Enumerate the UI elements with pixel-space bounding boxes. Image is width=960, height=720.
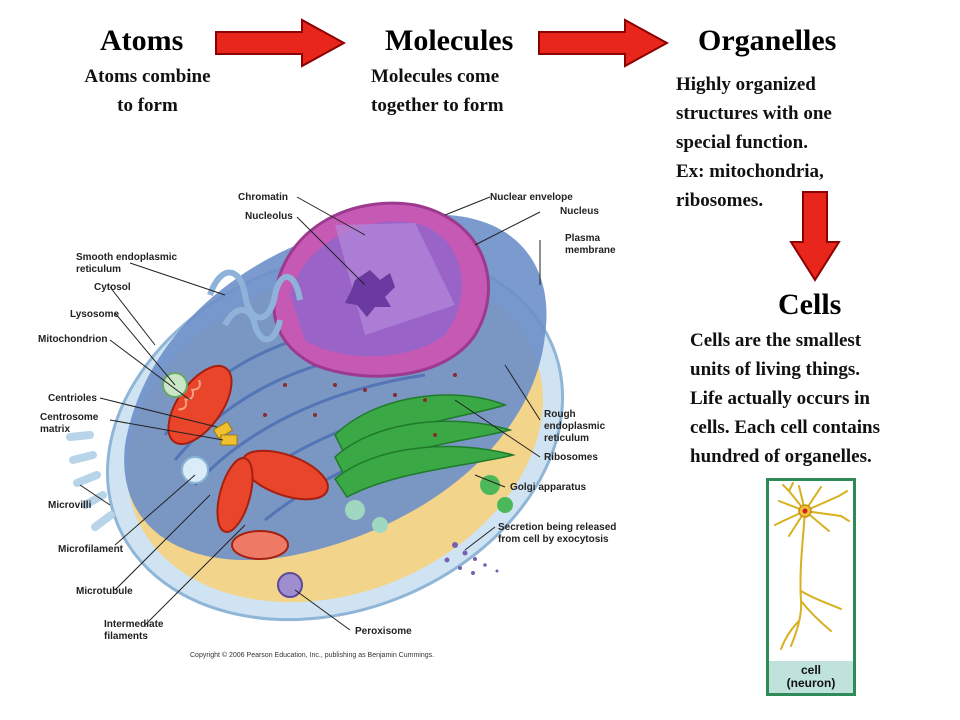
cells-desc-line: Cells are the smallest xyxy=(690,330,862,351)
label-secretion: Secretion being released from cell by ex… xyxy=(498,522,617,545)
cells-heading: Cells xyxy=(778,288,842,321)
label-cytosol: Cytosol xyxy=(94,282,131,293)
label-nucleus: Nucleus xyxy=(560,206,599,217)
cells-description: Cells are the smallest units of living t… xyxy=(690,326,950,471)
organelles-desc-line: Highly organized xyxy=(676,74,816,95)
atoms-heading: Atoms xyxy=(100,24,184,57)
molecules-heading: Molecules xyxy=(385,24,514,57)
label-mitochondrion: Mitochondrion xyxy=(38,334,108,345)
animal-cell-illustration xyxy=(66,196,565,631)
label-centrioles: Centrioles xyxy=(48,393,97,404)
organelles-desc-line: ribosomes. xyxy=(676,190,764,211)
label-intermediate-filaments: Intermediate filaments xyxy=(104,619,164,642)
cells-desc-line: units of living things. xyxy=(690,359,860,380)
label-microtubule: Microtubule xyxy=(76,586,133,597)
copyright-notice: Copyright © 2006 Pearson Education, Inc.… xyxy=(190,652,435,659)
organelles-description: Highly organized structures with one spe… xyxy=(676,70,906,215)
neuron-caption-line: cell xyxy=(800,663,821,677)
atoms-description: Atoms combine to form xyxy=(60,62,235,120)
label-lysosome: Lysosome xyxy=(70,309,120,320)
label-nucleolus: Nucleolus xyxy=(245,211,293,222)
organelles-desc-line: Ex: mitochondria, xyxy=(676,161,824,182)
neuron-image-panel: cell (neuron) xyxy=(766,478,856,696)
arrow-right-icon xyxy=(538,18,669,68)
cells-desc-line: Life actually occurs in xyxy=(690,388,870,409)
atoms-desc-line: to form xyxy=(117,95,178,116)
label-golgi-apparatus: Golgi apparatus xyxy=(510,482,587,493)
label-rough-er: Rough endoplasmic reticulum xyxy=(544,409,606,444)
label-plasma-membrane: Plasma membrane xyxy=(565,233,616,256)
label-smooth-er: Smooth endoplasmic reticulum xyxy=(76,252,178,275)
organelles-desc-line: special function. xyxy=(676,132,808,153)
atoms-desc-line: Atoms combine xyxy=(84,66,211,87)
neuron-caption: cell (neuron) xyxy=(769,661,853,693)
label-nuclear-envelope: Nuclear envelope xyxy=(490,192,573,203)
cells-desc-line: hundred of organelles. xyxy=(690,446,872,467)
neuron-caption-line: (neuron) xyxy=(786,676,836,690)
label-microvilli: Microvilli xyxy=(48,500,92,511)
label-chromatin: Chromatin xyxy=(238,192,288,203)
molecules-desc-line: Molecules come xyxy=(371,66,500,87)
arrow-down-icon xyxy=(789,191,841,282)
molecules-description: Molecules come together to form xyxy=(371,62,551,120)
label-ribosomes: Ribosomes xyxy=(544,452,598,463)
label-peroxisome: Peroxisome xyxy=(355,626,412,637)
label-centrosome-matrix: Centrosome matrix xyxy=(40,412,99,435)
arrow-right-icon xyxy=(215,18,346,68)
neuron-illustration xyxy=(774,482,850,650)
label-microfilament: Microfilament xyxy=(58,544,124,555)
cells-desc-line: cells. Each cell contains xyxy=(690,417,880,438)
organelles-heading: Organelles xyxy=(698,24,837,57)
molecules-desc-line: together to form xyxy=(371,95,504,116)
organelles-desc-line: structures with one xyxy=(676,103,832,124)
